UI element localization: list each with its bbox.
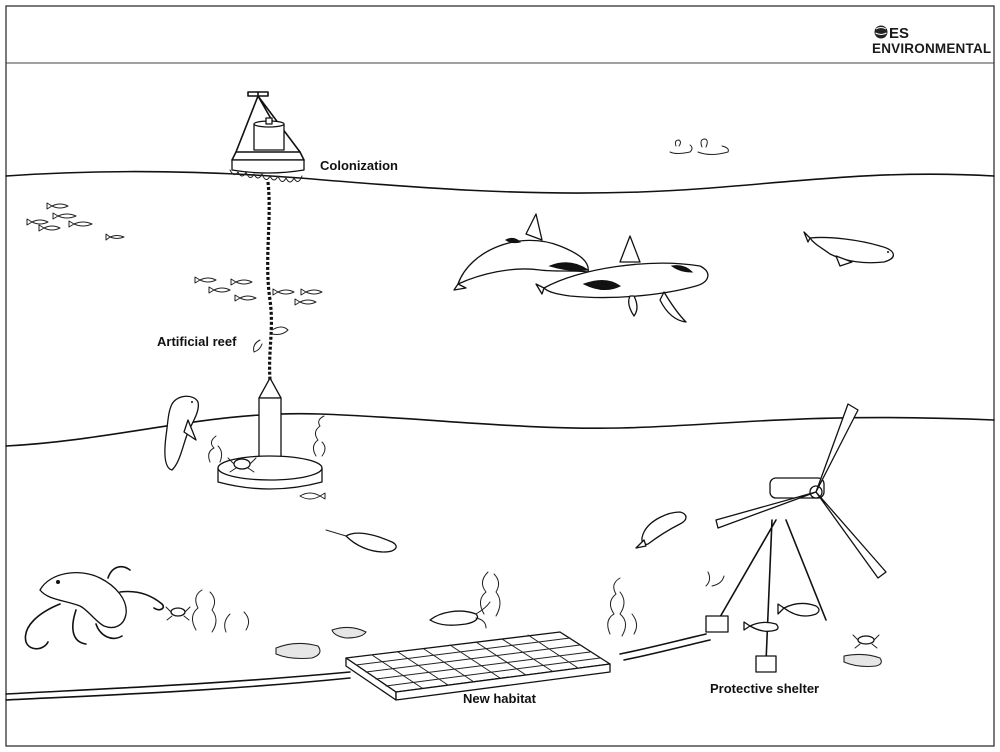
seaweed-icon: [192, 589, 250, 633]
orca-icon: [535, 235, 709, 323]
fish-icon: [208, 286, 231, 294]
stingray-icon: [325, 529, 397, 553]
fish-icon: [26, 218, 49, 226]
fish-icon: [52, 212, 77, 220]
label-new-habitat: New habitat: [463, 691, 537, 706]
globe-icon: [874, 25, 888, 39]
anchor-chain: [266, 181, 273, 381]
buoy-icon: [229, 91, 305, 183]
logo-name: ENVIRONMENTAL: [872, 41, 991, 56]
seaweed-icon: [705, 571, 725, 587]
wind-turbine-icon: [705, 403, 887, 673]
fish-icon: [300, 288, 323, 296]
seaweed-icon: [253, 326, 289, 353]
seaweed-icon: [312, 415, 326, 457]
artificial-reef-structure: [217, 377, 323, 490]
octopus-icon: [24, 565, 165, 650]
duck-icon: [669, 139, 693, 154]
crab-icon: [227, 457, 257, 473]
fish-icon: [294, 298, 317, 306]
fish-icon: [230, 278, 253, 286]
seaweed-icon: [607, 577, 638, 637]
seal-icon: [803, 231, 894, 267]
crab-icon: [165, 606, 191, 621]
rock-icon: [331, 626, 367, 639]
label-protective-shelter: Protective shelter: [710, 681, 819, 696]
company-logo: ES ENVIRONMENTAL: [872, 25, 991, 56]
rock-icon: [843, 653, 882, 668]
duck-icon: [697, 138, 729, 155]
fish-icon: [105, 233, 125, 241]
fish-icon: [234, 294, 257, 302]
seaweed-icon: [480, 571, 501, 617]
seaweed-icon: [208, 435, 223, 463]
fish-icon: [46, 202, 69, 210]
fish-icon: [38, 224, 61, 232]
seal-icon: [635, 511, 687, 549]
fish-icon: [194, 276, 217, 284]
fish-icon: [299, 492, 326, 500]
cable: [5, 633, 711, 701]
fish-school: [26, 202, 125, 241]
outer-border: [5, 5, 995, 747]
fish-icon: [272, 288, 295, 296]
fish-school: [194, 276, 323, 306]
habitat-block-icon: [345, 631, 611, 701]
label-artificial-reef: Artificial reef: [157, 334, 237, 349]
sea-surface-line: [5, 170, 995, 194]
label-colonization: Colonization: [320, 158, 398, 173]
fish-icon: [777, 602, 820, 617]
rock-icon: [275, 642, 321, 660]
fish-icon: [68, 220, 93, 228]
crab-icon: [852, 634, 880, 649]
logo-mark: ES: [889, 25, 909, 42]
seal-icon: [164, 395, 200, 471]
lobster-icon: [429, 601, 491, 629]
fish-icon: [743, 621, 779, 632]
